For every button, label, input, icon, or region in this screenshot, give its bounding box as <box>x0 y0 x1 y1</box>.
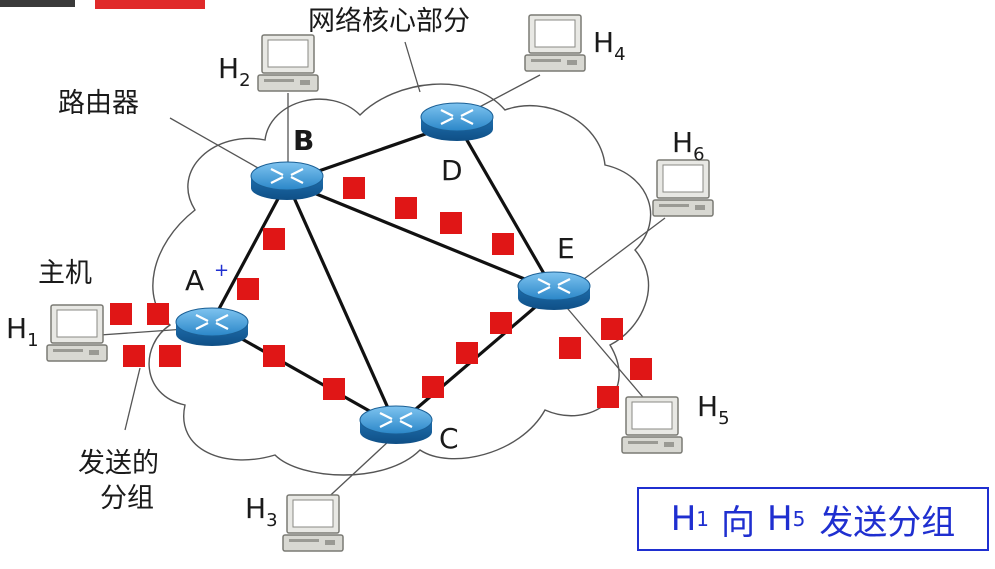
router-D-icon <box>419 101 495 143</box>
host-H1-label: H1 <box>6 312 39 351</box>
packet <box>343 177 365 199</box>
packet <box>110 303 132 325</box>
router-label: 路由器 <box>58 88 139 119</box>
packets-label-pointer <box>124 367 141 431</box>
router-B-label: B <box>293 124 314 157</box>
packet <box>237 278 259 300</box>
cursor-mark: + <box>214 260 229 281</box>
packet <box>263 228 285 250</box>
packet <box>559 337 581 359</box>
host-H5-label: H5 <box>697 390 730 429</box>
host-H1-icon <box>46 304 108 362</box>
packet <box>159 345 181 367</box>
packet <box>440 212 462 234</box>
labels: 网络核心部分 路由器 主机 发送的 分组 A B C D E H1 H2 H3 … <box>6 6 730 531</box>
core-label-pointer <box>404 41 421 93</box>
host-H4-icon <box>524 14 586 72</box>
host-H3-label: H3 <box>245 492 278 531</box>
sent-packets-label-line2: 分组 <box>100 483 154 514</box>
packet <box>147 303 169 325</box>
packet <box>630 358 652 380</box>
packet <box>456 342 478 364</box>
router-C-icon <box>358 404 434 446</box>
packet <box>492 233 514 255</box>
link-H3-C <box>319 439 391 506</box>
link-B-E <box>286 180 555 293</box>
packet <box>422 376 444 398</box>
router-D-label: D <box>441 154 463 187</box>
caption-h1: H <box>670 499 697 539</box>
packet <box>323 378 345 400</box>
router-label-pointer <box>169 117 259 169</box>
host-H2-label: H2 <box>218 52 251 91</box>
packet <box>601 318 623 340</box>
link-H5-E <box>561 301 649 404</box>
caption-to: 向 <box>721 502 755 543</box>
router-A-icon <box>174 306 250 348</box>
host-H2-icon <box>257 34 319 92</box>
packets <box>110 177 652 408</box>
link-H6-E <box>579 217 666 283</box>
packet <box>123 345 145 367</box>
caption-h1-sub: 1 <box>696 507 709 531</box>
caption-h5-sub: 5 <box>792 507 806 531</box>
link-H4-D <box>469 74 541 113</box>
packet <box>263 345 285 367</box>
packet <box>597 386 619 408</box>
host-label: 主机 <box>38 258 92 289</box>
host-H3-icon <box>282 494 344 552</box>
caption-rest: 发送分组 <box>819 502 956 543</box>
router-E-label: E <box>557 232 575 265</box>
label-pointers <box>124 41 421 431</box>
link-D-E <box>455 122 556 292</box>
router-E-icon <box>516 270 592 312</box>
packet <box>395 197 417 219</box>
host-H4-label: H4 <box>593 26 626 65</box>
sent-packets-label-line1: 发送的 <box>78 448 159 479</box>
host-H6-icon <box>652 159 714 217</box>
router-A-label: A <box>185 264 204 297</box>
packet <box>490 312 512 334</box>
core-label: 网络核心部分 <box>308 6 470 37</box>
top-edge-decoration <box>0 0 205 9</box>
host-links <box>99 74 666 506</box>
link-B-C <box>285 181 398 427</box>
host-H5-icon <box>621 396 683 454</box>
router-C-label: C <box>439 422 459 455</box>
router-B-icon <box>249 160 325 202</box>
caption-h5: H <box>767 499 793 539</box>
host-H6-label: H6 <box>672 126 705 165</box>
link-A-B <box>210 181 289 323</box>
